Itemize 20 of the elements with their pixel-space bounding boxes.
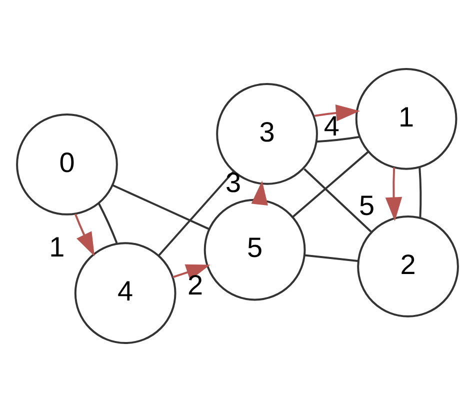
edge-label: 2 — [186, 270, 203, 301]
arrow — [384, 167, 402, 222]
node-circle: 2 — [356, 216, 458, 318]
arrow — [172, 264, 210, 280]
arrow — [74, 214, 94, 256]
connector — [158, 170, 234, 256]
node-circle: 0 — [16, 114, 118, 216]
connector — [316, 136, 359, 143]
connector — [418, 167, 422, 218]
arrow — [250, 180, 268, 206]
edge-label: 1 — [48, 231, 64, 262]
node-circle: 1 — [354, 68, 457, 170]
arrow — [314, 104, 360, 122]
connector — [304, 254, 358, 262]
connector — [112, 184, 209, 230]
node-circle: 4 — [74, 242, 176, 344]
connector — [292, 151, 368, 218]
connector — [303, 168, 372, 232]
connector — [97, 202, 118, 244]
edge-label: 4 — [323, 110, 339, 142]
